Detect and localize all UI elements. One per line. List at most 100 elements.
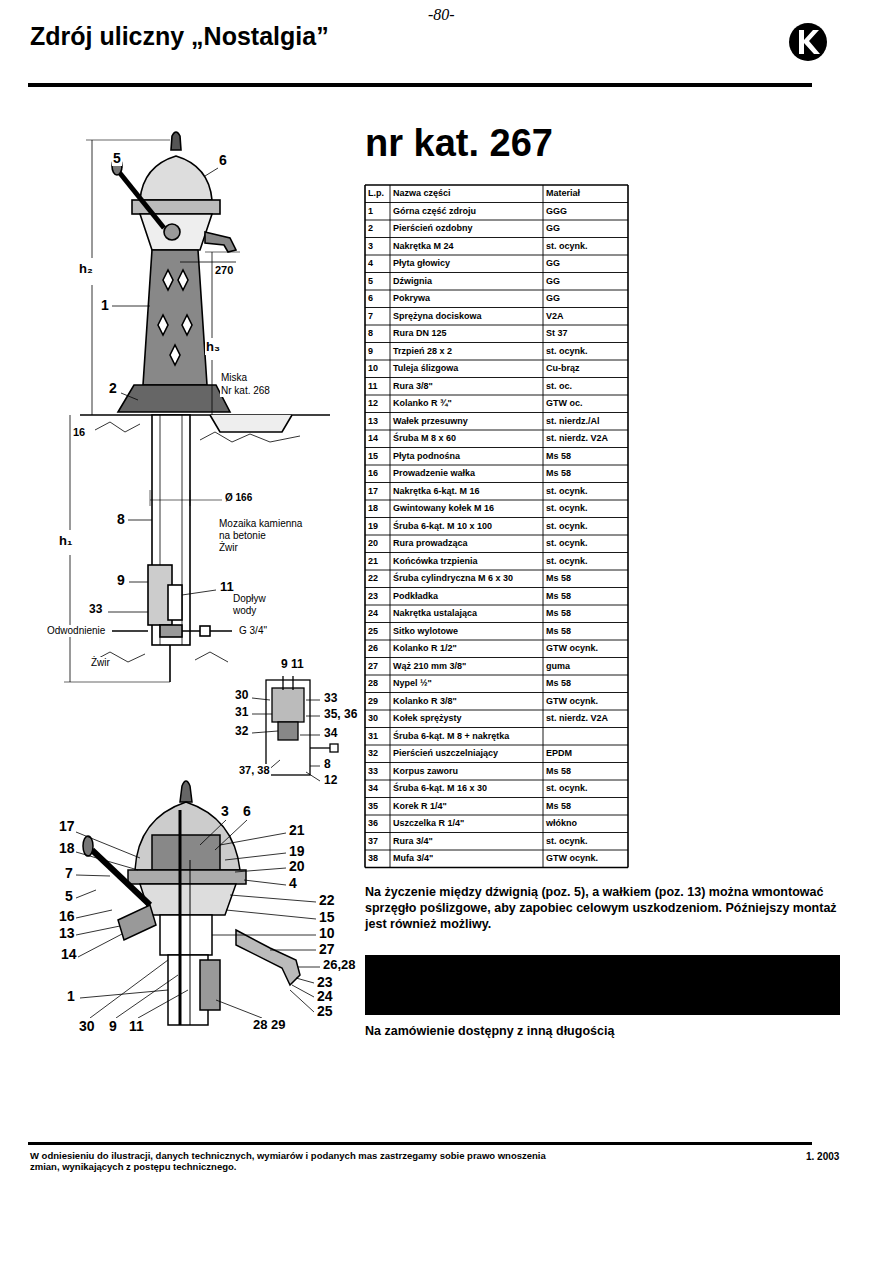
callout-number: 20 bbox=[288, 858, 306, 874]
table-rule bbox=[365, 727, 628, 728]
note: Na zamówienie dostępny z inną długością bbox=[365, 1024, 614, 1038]
table-cell: EPDM bbox=[546, 748, 572, 758]
table-rule bbox=[365, 395, 628, 396]
table-cell: Gwintowany kołek M 16 bbox=[393, 503, 494, 513]
callout-number: 13 bbox=[58, 925, 76, 941]
callout-number: Ø 166 bbox=[224, 492, 253, 504]
table-rule bbox=[365, 832, 628, 833]
table-rule bbox=[365, 675, 628, 676]
table-rule bbox=[390, 185, 391, 868]
table-rule bbox=[364, 185, 366, 868]
callout-number: 21 bbox=[288, 822, 306, 838]
table-cell: Rura prowadząca bbox=[393, 538, 468, 548]
table-cell: Rura DN 125 bbox=[393, 328, 447, 338]
drawing-label: Mozaika kamienna bbox=[218, 518, 303, 530]
table-cell: st. nierdz. V2A bbox=[546, 713, 608, 723]
table-cell: Nypel ½" bbox=[393, 678, 432, 688]
table-cell: V2A bbox=[546, 311, 564, 321]
callout-number: 33 bbox=[88, 603, 103, 617]
table-cell: 6 bbox=[368, 293, 373, 303]
table-cell: Uszczelka R 1/4" bbox=[393, 818, 464, 828]
table-cell: Sprężyna dociskowa bbox=[393, 311, 482, 321]
table-cell: Kołek sprężysty bbox=[393, 713, 462, 723]
table-rule bbox=[365, 657, 628, 658]
callout-number: 7 bbox=[64, 865, 74, 881]
table-cell: st. ocynk. bbox=[546, 503, 588, 513]
table-cell: 31 bbox=[368, 731, 378, 741]
callout-number: 2 bbox=[108, 380, 118, 396]
callout-number: 9 bbox=[116, 572, 126, 588]
table-cell: 32 bbox=[368, 748, 378, 758]
callout-number: 30 bbox=[78, 1018, 96, 1034]
table-cell: st. oc. bbox=[546, 381, 572, 391]
table-cell: st. ocynk. bbox=[546, 346, 588, 356]
table-cell: Sitko wylotowe bbox=[393, 626, 458, 636]
table-cell: GG bbox=[546, 258, 560, 268]
table-cell: Nakrętka 6-kąt. M 16 bbox=[393, 486, 480, 496]
table-cell: Trzpień 28 x 2 bbox=[393, 346, 452, 356]
table-cell: 2 bbox=[368, 223, 373, 233]
table-cell: 38 bbox=[368, 853, 378, 863]
table-cell: Wałek przesuwny bbox=[393, 416, 468, 426]
table-cell: Kolanko R ¾" bbox=[393, 398, 452, 408]
drawing-label: Odwodnienie bbox=[46, 625, 106, 637]
table-cell: 29 bbox=[368, 696, 378, 706]
callout-number: 270 bbox=[214, 264, 234, 277]
table-cell: GG bbox=[546, 293, 560, 303]
callout-number: 22 bbox=[318, 892, 336, 908]
drawing-label: wody bbox=[232, 605, 257, 617]
table-rule bbox=[365, 184, 628, 186]
table-cell: Ms 58 bbox=[546, 678, 571, 688]
callout-number: 32 bbox=[234, 725, 249, 739]
drawing-label: Żwir bbox=[218, 542, 239, 554]
table-cell: 18 bbox=[368, 503, 378, 513]
table-cell: Ms 58 bbox=[546, 766, 571, 776]
footer-note: W odniesieniu do ilustracji, danych tech… bbox=[30, 1151, 550, 1173]
table-rule bbox=[365, 622, 628, 623]
callout-number: 35, 36 bbox=[323, 708, 358, 722]
table-cell: 26 bbox=[368, 643, 378, 653]
callout-number: 6 bbox=[242, 803, 252, 819]
table-cell: 7 bbox=[368, 311, 373, 321]
table-cell: Podkładka bbox=[393, 591, 438, 601]
callout-number: 16 bbox=[58, 908, 76, 924]
table-cell: 13 bbox=[368, 416, 378, 426]
drawing-label: Żwir bbox=[90, 657, 111, 669]
page-number: -80- bbox=[428, 6, 455, 24]
table-rule bbox=[365, 325, 628, 326]
fountain-drawing bbox=[64, 132, 330, 682]
table-cell: Ms 58 bbox=[546, 608, 571, 618]
table-cell: 24 bbox=[368, 608, 378, 618]
callout-number: 3 bbox=[220, 803, 230, 819]
catalog-number: nr kat. 267 bbox=[365, 122, 553, 166]
table-cell: Tuleja ślizgowa bbox=[393, 363, 458, 373]
table-rule bbox=[365, 272, 628, 273]
table-cell: Pierścień ozdobny bbox=[393, 223, 473, 233]
table-rule bbox=[365, 780, 628, 781]
table-rule bbox=[365, 412, 628, 413]
table-cell: Ms 58 bbox=[546, 591, 571, 601]
drawing-label: Nr kat. 268 bbox=[220, 385, 271, 397]
table-rule bbox=[365, 482, 628, 483]
callout-number: 37, 38 bbox=[238, 764, 271, 777]
callout-number: 16 bbox=[72, 426, 86, 439]
table-rule bbox=[365, 535, 628, 536]
callout-number: 24 bbox=[316, 988, 334, 1004]
table-cell: 1 bbox=[368, 206, 373, 216]
callout-number: 33 bbox=[323, 692, 338, 706]
callout-number: 8 bbox=[323, 758, 332, 772]
table-rule bbox=[365, 377, 628, 378]
table-cell: Dźwignia bbox=[393, 276, 432, 286]
page-title: Zdrój uliczny „Nostalgia” bbox=[30, 22, 329, 51]
table-cell: st. ocynk. bbox=[546, 556, 588, 566]
callout-number: 5 bbox=[64, 888, 74, 904]
table-cell: GTW oc. bbox=[546, 398, 583, 408]
callout-number: 15 bbox=[318, 909, 336, 925]
table-cell: 9 bbox=[368, 346, 373, 356]
callout-number: 26,28 bbox=[322, 958, 357, 973]
table-cell: st. ocynk. bbox=[546, 486, 588, 496]
table-rule bbox=[365, 710, 628, 711]
table-cell: Śruba cylindryczna M 6 x 30 bbox=[393, 573, 513, 583]
table-cell: st. ocynk. bbox=[546, 836, 588, 846]
table-cell: 28 bbox=[368, 678, 378, 688]
